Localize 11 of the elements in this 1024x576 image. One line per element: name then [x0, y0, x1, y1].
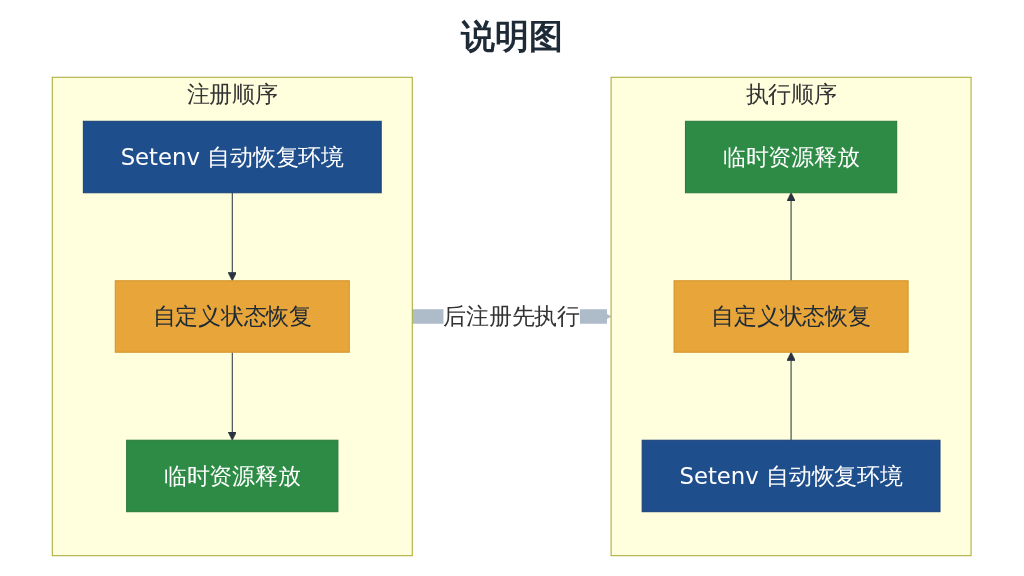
- edge-label: 后注册先执行: [443, 303, 581, 329]
- arrow: [228, 191, 238, 281]
- node-box: 自定义状态恢复: [115, 279, 351, 353]
- diagram-title: 说明图: [459, 15, 564, 58]
- node-box: 自定义状态恢复: [673, 279, 909, 353]
- node-box: 临时资源释放: [126, 439, 339, 512]
- arrow: [228, 351, 238, 441]
- node-box: Setenv 自动恢复环境: [83, 120, 383, 193]
- node-box: 临时资源释放: [685, 120, 898, 193]
- node-box: Setenv 自动恢复环境: [641, 439, 941, 512]
- arrow: [786, 351, 796, 441]
